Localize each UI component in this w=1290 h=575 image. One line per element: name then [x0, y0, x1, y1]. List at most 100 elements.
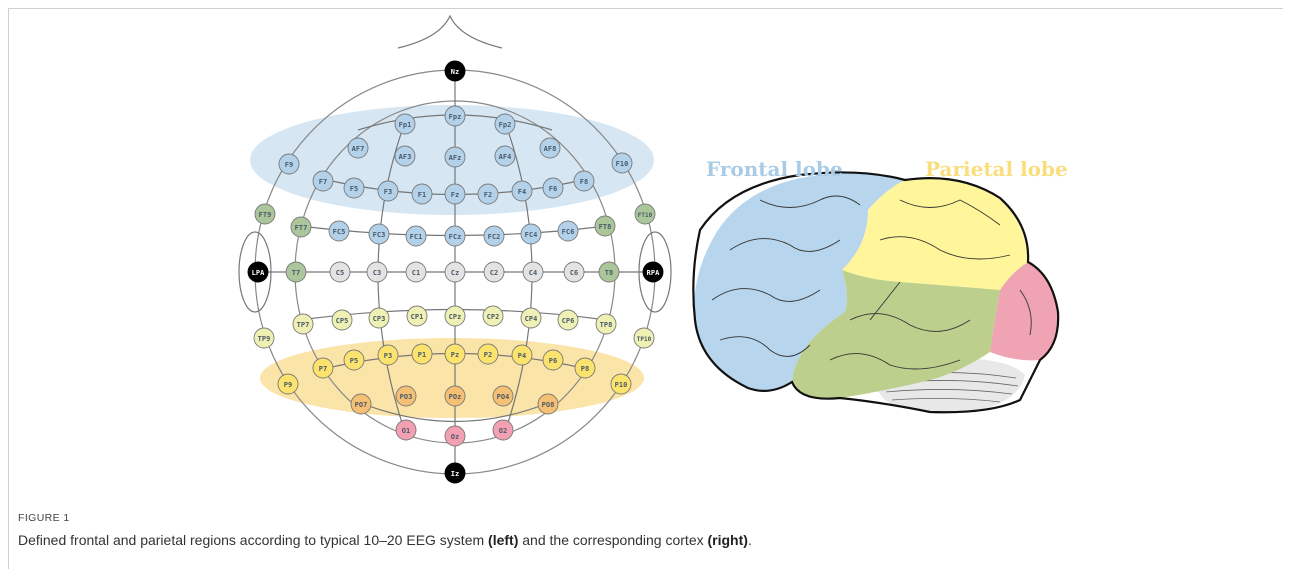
electrode-po8: PO8	[537, 393, 559, 415]
electrode-marker	[477, 183, 499, 205]
electrode-c3: C3	[366, 261, 388, 283]
electrode-f9: F9	[278, 153, 300, 175]
electrode-marker	[253, 327, 275, 349]
caption-text: Defined frontal and parietal regions acc…	[18, 532, 1278, 548]
electrode-cp2: CP2	[482, 305, 504, 327]
electrode-marker	[642, 261, 664, 283]
parietal-lobe-region	[842, 178, 1028, 290]
electrode-label: P7	[319, 365, 327, 373]
electrode-marker	[277, 373, 299, 395]
electrode-ft9: FT9	[254, 203, 276, 225]
caption-text-part: and the corresponding cortex	[518, 532, 708, 548]
electrode-af4: AF4	[494, 145, 516, 167]
electrode-c6: C6	[563, 261, 585, 283]
electrode-marker	[395, 419, 417, 441]
electrode-f7: F7	[312, 170, 334, 192]
electrode-marker	[542, 349, 564, 371]
electrode-tp10: TP10	[633, 327, 655, 349]
electrode-label: PO4	[497, 393, 510, 401]
electrode-marker	[522, 261, 544, 283]
electrode-marker	[595, 313, 617, 335]
electrode-label: CP2	[487, 313, 500, 321]
frontal-lobe-label: Frontal lobe	[706, 157, 843, 181]
electrode-label: AF8	[544, 145, 557, 153]
electrode-marker	[331, 309, 353, 331]
electrode-marker	[329, 261, 351, 283]
electrode-marker	[483, 225, 505, 247]
electrode-label: Oz	[451, 433, 459, 441]
electrode-label: P4	[518, 352, 526, 360]
electrode-marker	[511, 344, 533, 366]
electrode-label: FT9	[259, 211, 272, 219]
electrode-marker	[563, 261, 585, 283]
electrode-marker	[444, 146, 466, 168]
electrode-label: C4	[529, 269, 537, 277]
electrode-t7: T7	[285, 261, 307, 283]
electrode-label: F8	[580, 178, 588, 186]
figure-frame	[8, 8, 1283, 569]
electrode-label: CPz	[449, 313, 462, 321]
electrode-fp2: Fp2	[494, 113, 516, 135]
electrode-label: FT10	[638, 212, 653, 219]
electrode-f8: F8	[573, 170, 595, 192]
electrode-label: RPA	[647, 269, 660, 277]
electrode-label: Nz	[451, 68, 459, 76]
electrode-label: F7	[319, 178, 327, 186]
electrode-label: F2	[484, 191, 492, 199]
electrode-cz: Cz	[444, 261, 466, 283]
electrode-t8: T8	[598, 261, 620, 283]
electrode-label: Cz	[451, 269, 459, 277]
electrode-nz: Nz	[444, 60, 466, 82]
electrode-marker	[537, 393, 559, 415]
electrode-poz: POz	[444, 385, 466, 407]
electrode-marker	[494, 145, 516, 167]
electrode-marker	[444, 343, 466, 365]
electrode-label: P9	[284, 381, 292, 389]
electrode-label: TP8	[600, 321, 613, 329]
electrode-label: F4	[518, 188, 526, 196]
electrode-label: P5	[350, 357, 358, 365]
electrode-marker	[444, 225, 466, 247]
electrode-label: C3	[373, 269, 381, 277]
electrode-oz: Oz	[444, 425, 466, 447]
figure-label: FIGURE 1	[18, 512, 70, 524]
electrode-ft10: FT10	[634, 203, 656, 225]
electrode-label: TP10	[637, 336, 652, 343]
electrode-iz: Iz	[444, 462, 466, 484]
electrode-marker	[350, 393, 372, 415]
electrode-o2: O2	[492, 419, 514, 441]
electrode-c4: C4	[522, 261, 544, 283]
electrode-marker	[394, 113, 416, 135]
electrode-cpz: CPz	[444, 305, 466, 327]
electrode-fc4: FC4	[520, 223, 542, 245]
caption-text-part: .	[747, 532, 752, 548]
electrode-label: CP1	[411, 313, 424, 321]
electrode-marker	[444, 385, 466, 407]
electrode-label: POz	[449, 393, 462, 401]
electrode-label: F6	[549, 185, 557, 193]
caption-right-emphasis: (right)	[707, 532, 748, 548]
electrode-marker	[312, 170, 334, 192]
electrode-marker	[539, 137, 561, 159]
electrode-cp3: CP3	[368, 307, 390, 329]
electrode-marker	[444, 425, 466, 447]
electrode-fcz: FCz	[444, 225, 466, 247]
electrode-marker	[347, 137, 369, 159]
electrode-label: F3	[384, 188, 392, 196]
electrode-label: C6	[570, 269, 578, 277]
electrode-p3: P3	[377, 344, 399, 366]
electrode-cp5: CP5	[331, 309, 353, 331]
electrode-ft8: FT8	[594, 215, 616, 237]
electrode-marker	[492, 419, 514, 441]
electrode-marker	[368, 223, 390, 245]
electrode-label: P10	[615, 381, 628, 389]
electrode-label: TP9	[258, 335, 271, 343]
electrode-label: C1	[412, 269, 420, 277]
electrode-marker	[285, 261, 307, 283]
electrode-marker	[368, 307, 390, 329]
electrode-po7: PO7	[350, 393, 372, 415]
electrode-marker	[292, 313, 314, 335]
electrode-marker	[278, 153, 300, 175]
electrode-label: C2	[490, 269, 498, 277]
